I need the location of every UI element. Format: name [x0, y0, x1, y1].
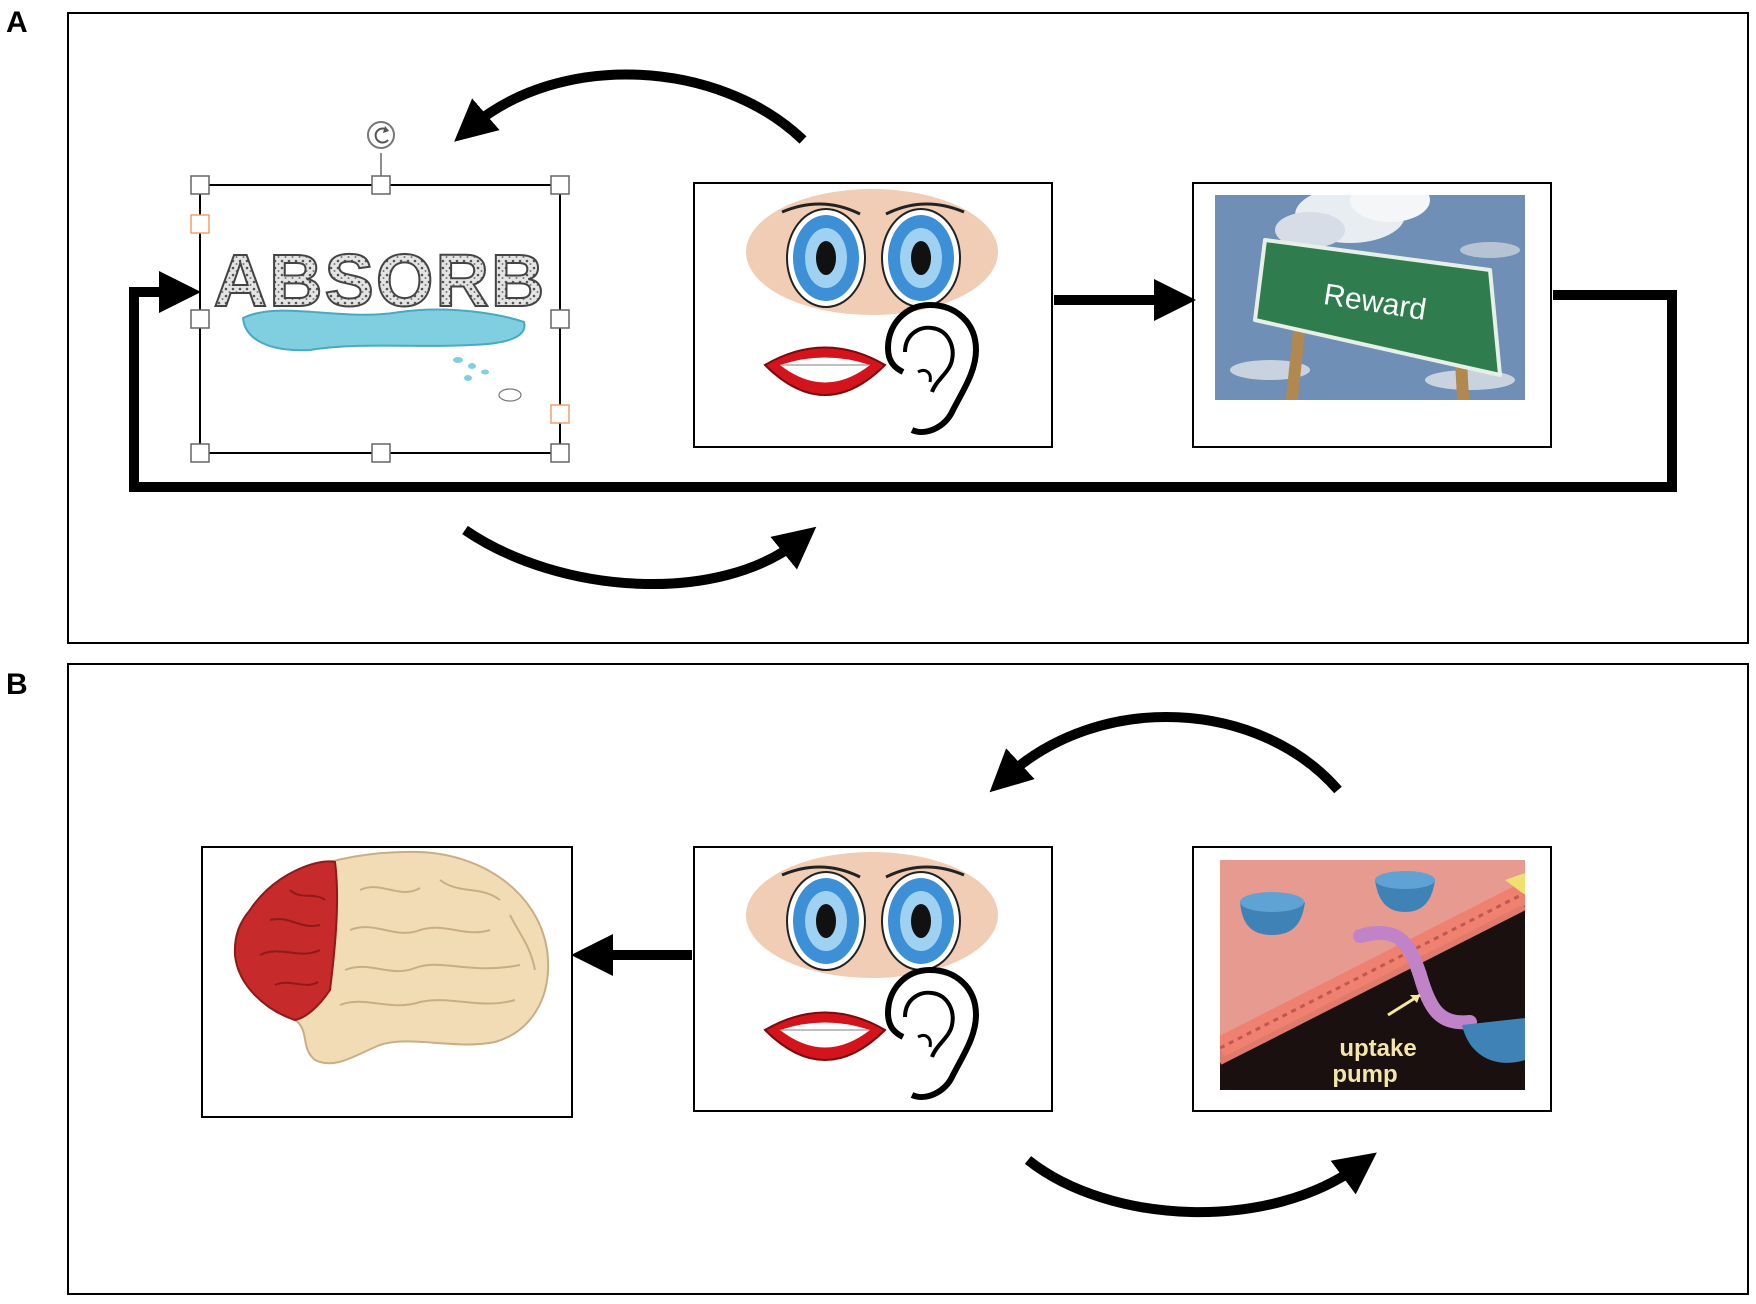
selection-handles[interactable]	[190, 121, 570, 463]
absorb-image: ABSORB	[199, 184, 561, 454]
arrow-bottom-curve-b	[1024, 1152, 1377, 1217]
panel-b-frame	[67, 663, 1749, 1295]
eyes-icon	[746, 189, 998, 315]
arrow-reward-loop-back	[129, 271, 1677, 492]
arrow-top-curve-a	[454, 69, 807, 144]
senses-box-b	[693, 846, 1053, 1112]
reward-image: Reward	[1192, 182, 1552, 448]
rotate-handle-icon[interactable]	[367, 121, 395, 149]
mouth-icon	[763, 1011, 887, 1061]
panel-label-a: A	[6, 6, 28, 39]
uptake-label-line2: pump	[1332, 1061, 1397, 1088]
uptake-pump-image: uptake pump	[1192, 846, 1552, 1112]
brain-image	[201, 846, 573, 1118]
ear-icon	[884, 301, 980, 435]
panel-a-frame	[67, 12, 1749, 644]
uptake-label-line1: uptake	[1339, 1035, 1416, 1062]
mouth-icon	[763, 346, 887, 396]
ear-icon	[884, 966, 980, 1100]
arrow-bottom-curve-a	[462, 525, 817, 590]
panel-label-b: B	[6, 668, 28, 701]
arrow-top-curve-b	[989, 712, 1342, 794]
absorb-word: ABSORB	[214, 239, 547, 322]
senses-box-a	[693, 182, 1053, 448]
eyes-icon	[746, 852, 998, 978]
